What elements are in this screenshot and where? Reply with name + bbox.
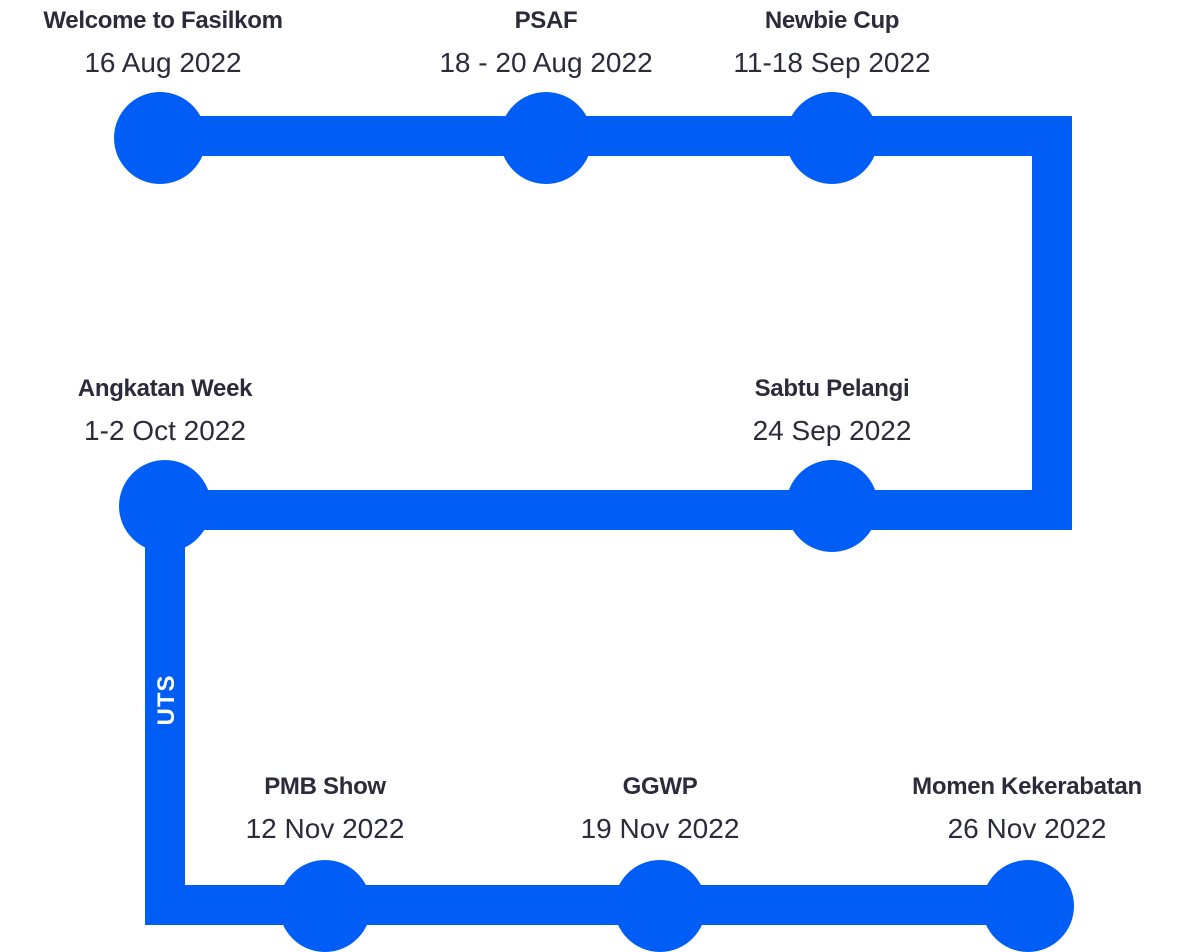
event-label-sabtu-pelangi: Sabtu Pelangi 24 Sep 2022: [753, 374, 912, 448]
event-date: 19 Nov 2022: [580, 813, 740, 844]
event-title: Sabtu Pelangi: [754, 375, 910, 402]
event-label-pmb-show: PMB Show 12 Nov 2022: [246, 772, 405, 846]
timeline-node-ggwp: [614, 860, 706, 952]
event-date: 26 Nov 2022: [947, 813, 1107, 844]
event-date: 11-18 Sep 2022: [733, 47, 931, 78]
event-label-newbie-cup: Newbie Cup 11-18 Sep 2022: [733, 6, 930, 80]
event-date: 18 - 20 Aug 2022: [439, 47, 653, 78]
uts-label: UTS: [153, 674, 180, 726]
timeline-segment-row3: [145, 885, 1025, 925]
event-label-ggwp: GGWP 19 Nov 2022: [581, 772, 740, 846]
event-date: 24 Sep 2022: [752, 415, 912, 446]
event-title: Newbie Cup: [764, 7, 900, 34]
timeline-node-sabtu-pelangi: [786, 460, 878, 552]
timeline-segment-row2: [160, 490, 1072, 530]
timeline-node-psaf: [500, 92, 592, 184]
event-date: 1-2 Oct 2022: [84, 415, 246, 446]
event-title: PMB Show: [264, 773, 386, 800]
timeline-node-momen-kekerabatan: [982, 860, 1074, 952]
event-title: GGWP: [622, 773, 698, 800]
event-title: Angkatan Week: [77, 375, 253, 402]
timeline-node-newbie-cup: [786, 92, 878, 184]
event-label-momen-kekerabatan: Momen Kekerabatan 26 Nov 2022: [912, 772, 1142, 846]
event-title: Welcome to Fasilkom: [43, 7, 283, 34]
event-label-angkatan-week: Angkatan Week 1-2 Oct 2022: [77, 374, 253, 448]
timeline-segment-left: [145, 500, 185, 925]
timeline-segment-right: [1032, 116, 1072, 530]
timeline-segment-row1: [160, 116, 1072, 156]
event-title: Momen Kekerabatan: [912, 773, 1142, 800]
event-date: 16 Aug 2022: [84, 47, 242, 78]
event-date: 12 Nov 2022: [245, 813, 405, 844]
event-label-psaf: PSAF 18 - 20 Aug 2022: [439, 6, 652, 80]
event-title: PSAF: [514, 7, 578, 34]
timeline-node-angkatan-week: [119, 460, 211, 552]
event-label-welcome-to-fasilkom: Welcome to Fasilkom 16 Aug 2022: [43, 6, 283, 80]
timeline-node-welcome-to-fasilkom: [114, 92, 206, 184]
timeline-node-pmb-show: [279, 860, 371, 952]
